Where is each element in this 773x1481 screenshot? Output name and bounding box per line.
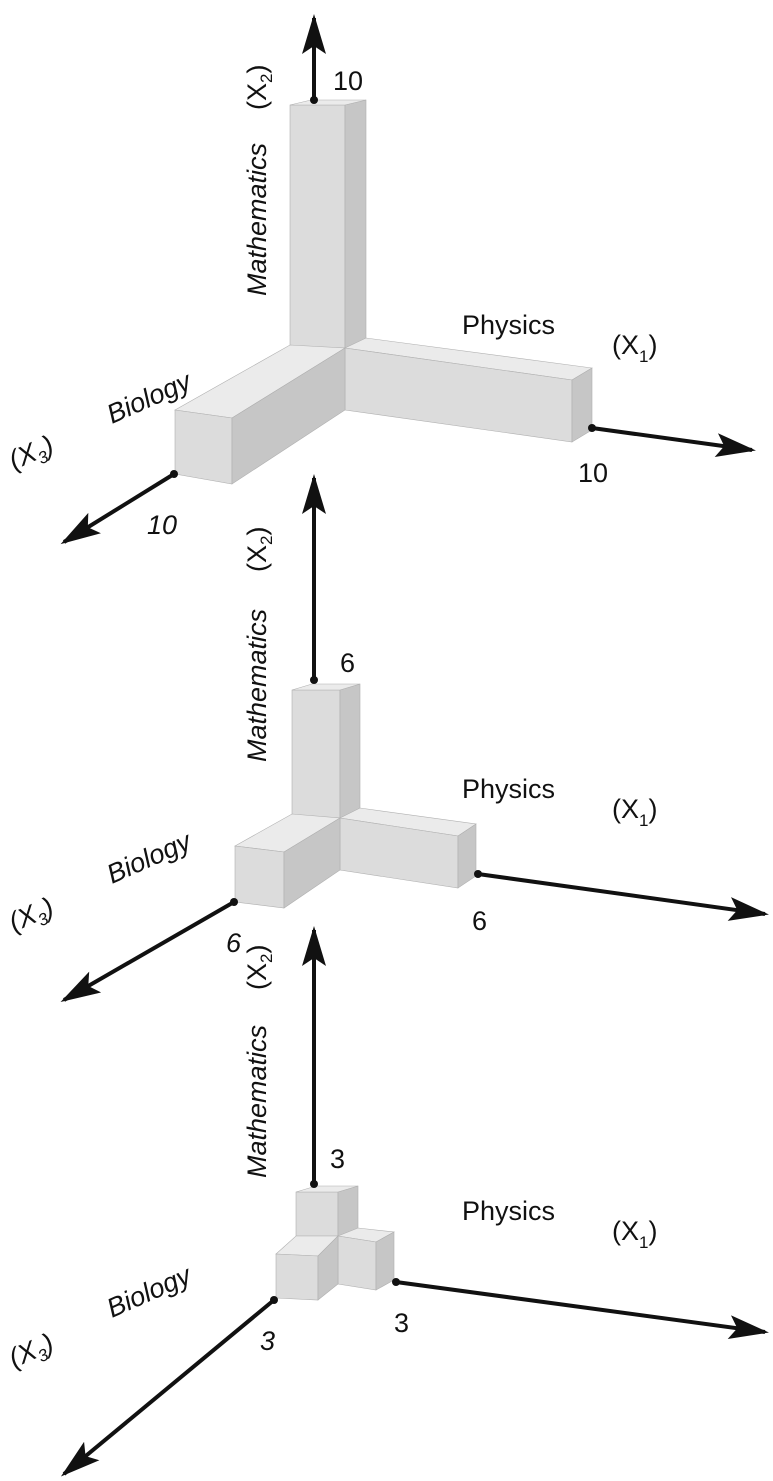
panel-3-x2-symbol-x: (X [242,963,272,990]
panel-1: 10 10 10 Mathematics (X2) Physics (X1) B… [4,14,756,545]
panel-1-x2-bar-front [289,104,346,349]
panel-1-x2-origin-dot [310,96,318,104]
panel-3-x1-cube-front [337,1235,377,1291]
panel-3-x2-symbol-sub: 2 [257,954,276,963]
panel-2-x3-bar-side [283,817,341,909]
panel-3-x3-cube-front [275,1253,319,1301]
panel-2-x1-symbol-close: ) [648,794,657,824]
panel-2-x1-tick: 6 [472,906,487,936]
panel-3-x1-tick: 3 [394,1308,409,1338]
panel-3-x1-name: Physics [462,1196,555,1226]
panel-1-axes [60,14,756,545]
panel-1-x2-bar-top [289,99,367,106]
panel-2-x2-symbol-sub: 2 [257,536,276,545]
panel-3-x2-cube-front [295,1191,339,1237]
panel-3-x3-cube-side [317,1235,339,1301]
panel-1-x1-name: Physics [462,310,555,340]
panel-3-labels: 3 3 3 Mathematics (X2) Physics (X1) Biol… [4,945,657,1378]
panel-2-x1-symbol-sub: 1 [639,811,648,830]
panel-3-x1-symbol-sub: 1 [639,1233,648,1252]
panel-2-blocks [234,683,477,909]
panel-1-x2-symbol-x: (X [242,83,272,110]
panel-2-x2-symbol: (X2) [242,527,276,572]
panel-3-x3-origin-dot [270,1296,278,1304]
panel-1-x1-symbol-close: ) [648,330,657,360]
panel-3-x2-symbol-close: ) [242,945,272,954]
panel-1-x1-symbol-sub: 1 [639,347,648,366]
panel-2-x1-axis [477,872,769,921]
panel-3-x2-origin-dot [310,1180,318,1188]
panel-3-x1-symbol-x: (X [612,1216,639,1246]
panel-1-x1-axis [591,426,756,457]
panel-2-x3-symbol: (X3) [4,892,59,942]
panel-2: 6 6 6 Mathematics (X2) Physics (X1) Biol… [4,474,769,1002]
panel-3-x1-cube-side [375,1231,395,1291]
panel-2-x1-name: Physics [462,774,555,804]
panel-2-x2-symbol-close: ) [242,527,272,536]
panel-1-x1-symbol: (X1) [612,330,657,366]
panel-3-x2-tick: 3 [330,1144,345,1174]
panel-2-x3-origin-dot [230,898,238,906]
panel-1-x3-origin-dot [170,470,178,478]
panel-2-x1-origin-dot [474,870,482,878]
panel-2-x2-bar-side [339,683,361,819]
panel-1-x3-tick: 10 [147,510,177,540]
panel-3-x2-cube-top [295,1185,359,1193]
panel-1-x3-bar-side [231,347,346,485]
panel-3-blocks [275,1185,395,1301]
panel-1-x2-bar-side [344,99,367,349]
panel-3-x3-symbol: (X3) [4,1328,59,1378]
panel-3-x3-axis [60,1298,276,1477]
panel-1-x1-symbol-x: (X [612,330,639,360]
panel-3-x2-symbol: (X2) [242,945,276,990]
panel-1-x2-symbol-close: ) [242,65,272,74]
panel-3-x1-origin-dot [392,1278,400,1286]
panel-2-x2-name: Mathematics [242,609,272,762]
panel-3-x1-symbol: (X1) [612,1216,657,1252]
panel-1-blocks [174,99,593,485]
panel-1-x1-tick: 10 [578,458,608,488]
panel-1-x2-symbol-sub: 2 [257,74,276,83]
panel-2-x2-bar-front [291,689,341,819]
panel-2-x1-symbol-x: (X [612,794,639,824]
panel-3-axes [60,926,769,1477]
panel-3-x1-symbol-close: ) [648,1216,657,1246]
panel-2-axes [60,474,769,1002]
panel-3-x1-axis [395,1280,769,1340]
panel-2-x2-tick: 6 [340,648,355,678]
panel-1-x1-origin-dot [588,424,596,432]
panel-2-x2-symbol-x: (X [242,545,272,572]
panel-2-x2-origin-dot [310,676,318,684]
panel-3-x2-name: Mathematics [242,1025,272,1178]
panel-3-x3-name: Biology [102,1259,196,1323]
panel-3-x2-cube-side [337,1185,359,1237]
panel-1-x3-axis [60,472,176,545]
panel-1-x2-tick: 10 [333,66,363,96]
panel-2-x3-bar-front [234,845,285,909]
panel-2-x1-symbol: (X1) [612,794,657,830]
panel-3-x3-tick: 3 [260,1326,275,1356]
panel-2-x2-bar-top [291,683,361,691]
panel-2-x3-name: Biology [102,825,196,889]
panel-2-x3-tick: 6 [226,928,242,958]
panel-3: 3 3 3 Mathematics (X2) Physics (X1) Biol… [4,926,769,1477]
panel-1-x3-bar-front [174,409,233,485]
panel-1-x2-symbol: (X2) [242,65,276,110]
panel-1-x1-bar-side [571,367,593,443]
panel-1-x2-name: Mathematics [242,143,272,296]
panel-2-x3-axis [60,900,235,1002]
panel-1-x3-symbol: (X3) [4,430,59,480]
